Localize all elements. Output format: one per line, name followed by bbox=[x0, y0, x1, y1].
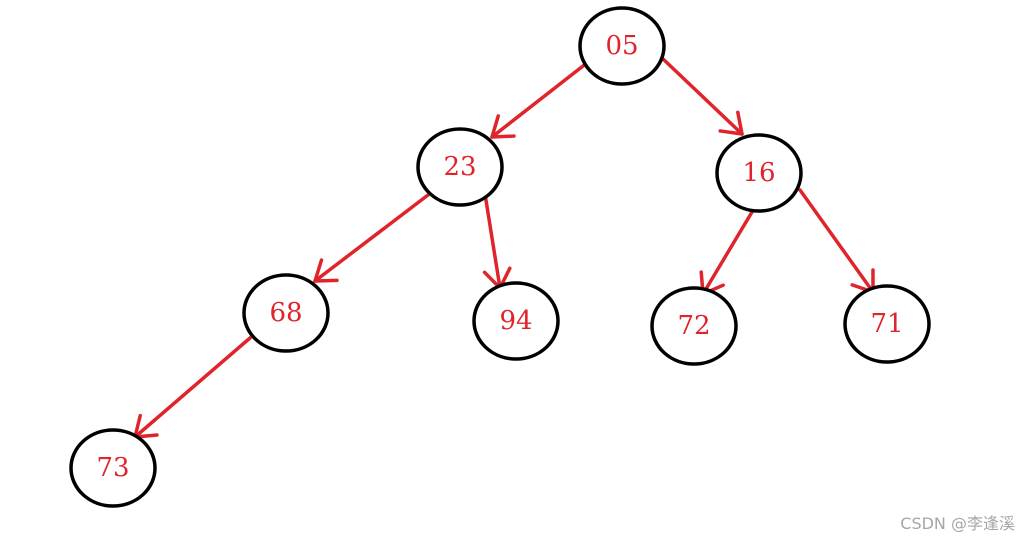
tree-node-94: 94 bbox=[472, 281, 560, 361]
watermark: CSDN @李逢溪 bbox=[900, 514, 1015, 533]
node-label: 68 bbox=[269, 298, 302, 328]
node-circle bbox=[578, 6, 666, 86]
edge-68-73 bbox=[133, 336, 252, 439]
edge-line bbox=[490, 64, 585, 139]
edges-layer bbox=[133, 56, 875, 439]
tree-node-23: 23 bbox=[416, 127, 504, 207]
arrowhead-icon bbox=[490, 114, 516, 139]
node-label: 71 bbox=[870, 309, 903, 339]
node-label: 05 bbox=[605, 31, 638, 61]
node-circle bbox=[472, 281, 560, 361]
node-circle bbox=[843, 284, 931, 364]
edge-line bbox=[313, 193, 430, 283]
node-circle bbox=[416, 127, 504, 207]
tree-node-05: 05 bbox=[578, 6, 666, 86]
node-label: 23 bbox=[443, 152, 476, 182]
tree-node-71: 71 bbox=[843, 284, 931, 364]
edge-line bbox=[701, 210, 754, 296]
edge-16-72 bbox=[699, 210, 754, 296]
edge-23-68 bbox=[313, 193, 430, 283]
arrowhead-icon bbox=[718, 110, 744, 136]
edge-05-23 bbox=[490, 64, 585, 139]
node-circle bbox=[242, 273, 330, 353]
node-label: 16 bbox=[742, 158, 775, 188]
tree-node-73: 73 bbox=[69, 428, 157, 508]
node-label: 72 bbox=[677, 311, 710, 341]
node-label: 73 bbox=[96, 453, 129, 483]
nodes-layer: 05 23 16 68 94 72 71 73 bbox=[69, 6, 931, 508]
edge-line bbox=[483, 192, 502, 290]
arrowhead-icon bbox=[313, 258, 339, 283]
node-circle bbox=[69, 428, 157, 508]
edge-line bbox=[133, 336, 252, 439]
tree-node-72: 72 bbox=[650, 286, 738, 366]
node-label: 94 bbox=[499, 306, 532, 336]
edge-23-94 bbox=[482, 192, 512, 290]
edge-16-71 bbox=[798, 188, 875, 294]
edge-05-16 bbox=[660, 56, 744, 136]
node-circle bbox=[715, 133, 803, 213]
edge-line bbox=[660, 56, 744, 136]
tree-node-16: 16 bbox=[715, 133, 803, 213]
edge-line bbox=[798, 188, 875, 294]
node-circle bbox=[650, 286, 738, 366]
tree-node-68: 68 bbox=[242, 273, 330, 353]
